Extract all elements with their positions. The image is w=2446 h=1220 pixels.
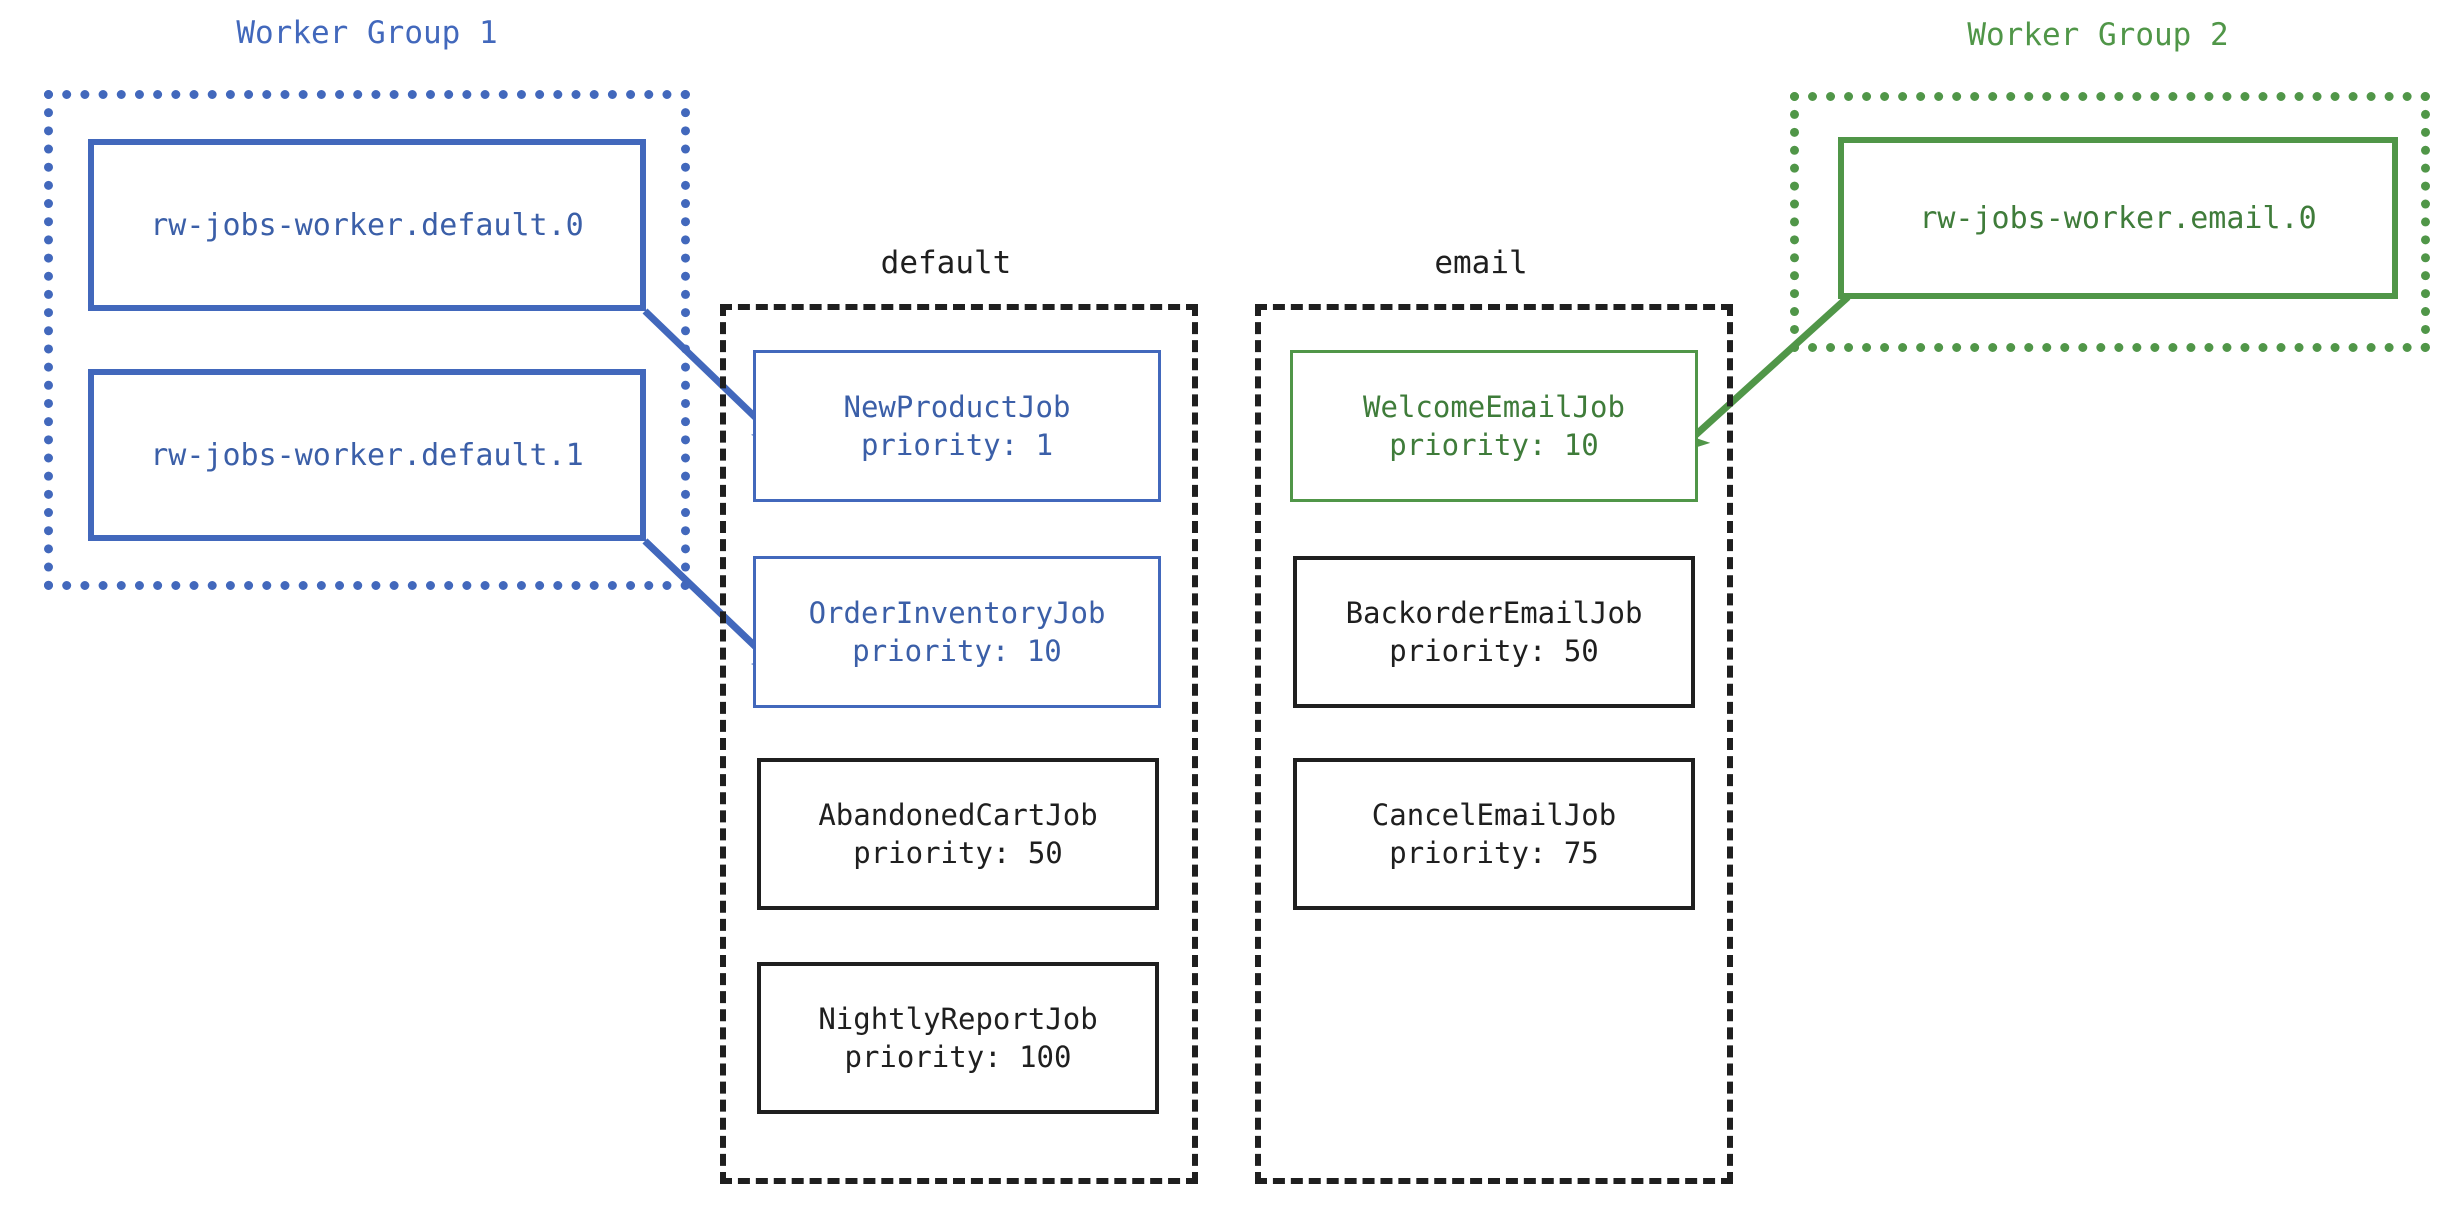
- job-box-cancelemailjob[interactable]: CancelEmailJob priority: 75: [1293, 758, 1695, 910]
- job-box-welcomeemailjob[interactable]: WelcomeEmailJob priority: 10: [1290, 350, 1698, 502]
- job-priority: priority: 75: [1389, 836, 1599, 870]
- worker-box-default-0-label: rw-jobs-worker.default.0: [150, 207, 584, 243]
- job-name: NightlyReportJob: [818, 1001, 1098, 1036]
- worker-group-2-container: [1790, 92, 2430, 352]
- queue-box-default: [720, 304, 1198, 1184]
- job-box-backorderemailjob[interactable]: BackorderEmailJob priority: 50: [1293, 556, 1695, 708]
- job-priority: priority: 10: [852, 634, 1062, 668]
- job-box-nightlyreportjob[interactable]: NightlyReportJob priority: 100: [757, 962, 1159, 1114]
- queue-label-default: default: [880, 245, 1012, 281]
- job-priority: priority: 50: [853, 836, 1063, 870]
- job-box-newproductjob[interactable]: NewProductJob priority: 1: [753, 350, 1161, 502]
- job-box-abandonedcartjob[interactable]: AbandonedCartJob priority: 50: [757, 758, 1159, 910]
- job-name: NewProductJob: [843, 389, 1071, 424]
- job-name: AbandonedCartJob: [818, 797, 1098, 832]
- job-priority: priority: 10: [1389, 428, 1599, 462]
- queue-label-email: email: [1434, 245, 1528, 281]
- worker-box-email-0[interactable]: rw-jobs-worker.email.0: [1838, 137, 2398, 299]
- job-name: WelcomeEmailJob: [1363, 389, 1625, 424]
- worker-box-default-1-label: rw-jobs-worker.default.1: [150, 437, 584, 473]
- worker-box-email-0-label: rw-jobs-worker.email.0: [1919, 200, 2317, 236]
- queue-box-email: [1255, 304, 1733, 1184]
- worker-box-default-0[interactable]: rw-jobs-worker.default.0: [88, 139, 646, 311]
- worker-group-2-title: Worker Group 2: [1967, 17, 2229, 53]
- job-name: BackorderEmailJob: [1345, 595, 1643, 630]
- job-name: OrderInventoryJob: [808, 595, 1106, 630]
- job-priority: priority: 50: [1389, 634, 1599, 668]
- job-name: CancelEmailJob: [1371, 797, 1617, 832]
- worker-group-1-title: Worker Group 1: [236, 15, 498, 51]
- job-priority: priority: 1: [860, 428, 1054, 462]
- job-priority: priority: 100: [844, 1040, 1072, 1074]
- job-box-orderinventoryjob[interactable]: OrderInventoryJob priority: 10: [753, 556, 1161, 708]
- worker-box-default-1[interactable]: rw-jobs-worker.default.1: [88, 369, 646, 541]
- worker-group-1-container: [44, 90, 690, 590]
